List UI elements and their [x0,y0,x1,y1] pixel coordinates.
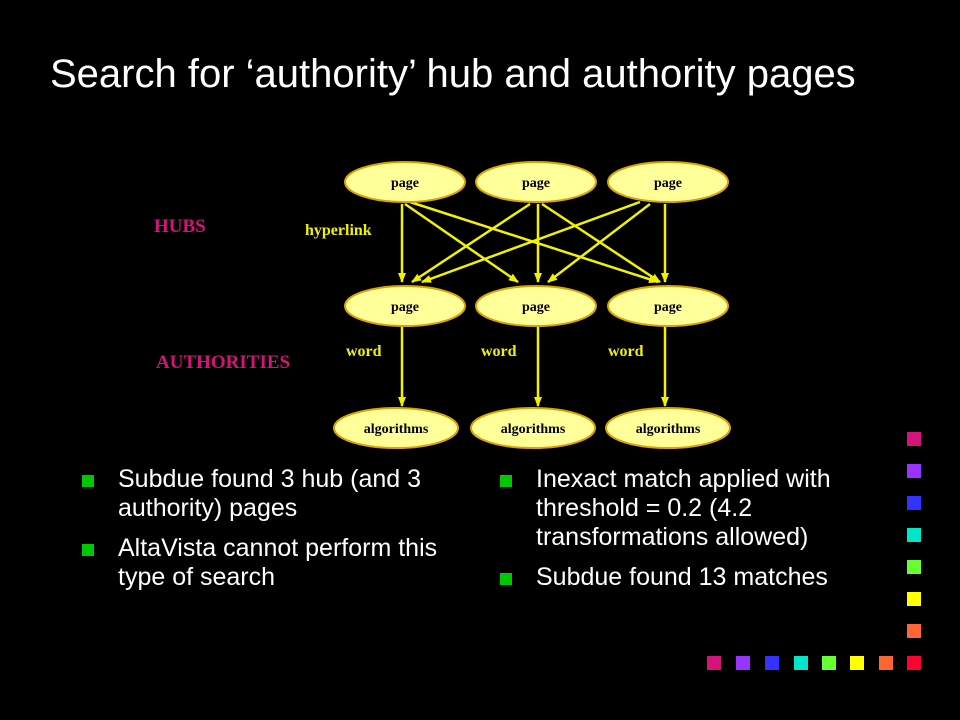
edge-hub3-auth1 [421,200,641,284]
bullet-list-right: Inexact match applied with threshold = 0… [500,465,892,603]
decor-square [765,656,779,670]
hyperlink-edges [398,200,669,284]
bullet-square-icon [82,544,94,556]
word-node-shape [605,407,731,449]
hubs-label: HUBS [154,216,206,237]
bullet-square-icon [500,475,512,487]
hub-node-label: page [522,176,550,191]
edge-label-word: word [608,343,644,360]
word-nodes: algorithms algorithms algorithms [333,407,731,449]
authority-node: page [475,285,597,327]
authority-node-label: page [654,300,682,315]
slide-title: Search for ‘authority’ hub and authority… [50,52,856,96]
edge-label-word: word [481,343,517,360]
authority-nodes: page page page [344,285,729,327]
decor-square [907,432,921,446]
hub-node-shape [344,161,466,203]
hub-node-label: page [654,176,682,191]
hub-node-shape [475,161,597,203]
authorities-label: AUTHORITIES [156,352,291,373]
decor-square [879,656,893,670]
authority-node-shape [344,285,466,327]
word-node-shape [470,407,596,449]
decor-square [850,656,864,670]
decor-square [907,592,921,606]
edge-hub3-auth2 [547,203,651,283]
edge-hub1-auth2 [404,202,519,284]
bullet-item: AltaVista cannot perform this type of se… [82,534,462,592]
decor-square [907,496,921,510]
word-node: algorithms [470,407,596,449]
hyperlink-label: hyperlink [305,222,372,239]
hub-node: page [607,161,729,203]
decor-square [794,656,808,670]
hub-node-shape [607,161,729,203]
authority-node: page [607,285,729,327]
bullet-text: Subdue found 13 matches [536,563,828,591]
hub-node-label: page [391,176,419,191]
word-node-label: algorithms [501,422,566,437]
bullet-list-left: Subdue found 3 hub (and 3 authority) pag… [82,465,462,603]
bullet-item: Subdue found 3 hub (and 3 authority) pag… [82,465,462,523]
decor-square [907,560,921,574]
bullet-item: Inexact match applied with threshold = 0… [500,465,892,552]
bullet-square-icon [82,475,94,487]
authority-node-label: page [522,300,550,315]
authority-node: page [344,285,466,327]
bullet-text: Subdue found 3 hub (and 3 authority) pag… [118,465,422,522]
decor-square [707,656,721,670]
hub-node: page [344,161,466,203]
word-node: algorithms [333,407,459,449]
decor-square [822,656,836,670]
authority-node-shape [475,285,597,327]
word-node: algorithms [605,407,731,449]
word-edges [398,326,669,407]
word-node-shape [333,407,459,449]
decor-square [907,528,921,542]
decor-square [736,656,750,670]
authority-node-shape [607,285,729,327]
word-node-label: algorithms [636,422,701,437]
edge-label-word: word [346,343,382,360]
decor-square [907,624,921,638]
bullet-square-icon [500,573,512,585]
bullet-item: Subdue found 13 matches [500,563,892,592]
hub-nodes: page page page [344,161,729,203]
word-node-label: algorithms [364,422,429,437]
edge-hub2-auth1 [411,202,531,284]
bullet-text: AltaVista cannot perform this type of se… [118,534,438,591]
hub-node: page [475,161,597,203]
bullet-text: Inexact match applied with threshold = 0… [536,465,831,551]
authority-node-label: page [391,300,419,315]
decor-square [907,464,921,478]
decor-square [907,656,921,670]
